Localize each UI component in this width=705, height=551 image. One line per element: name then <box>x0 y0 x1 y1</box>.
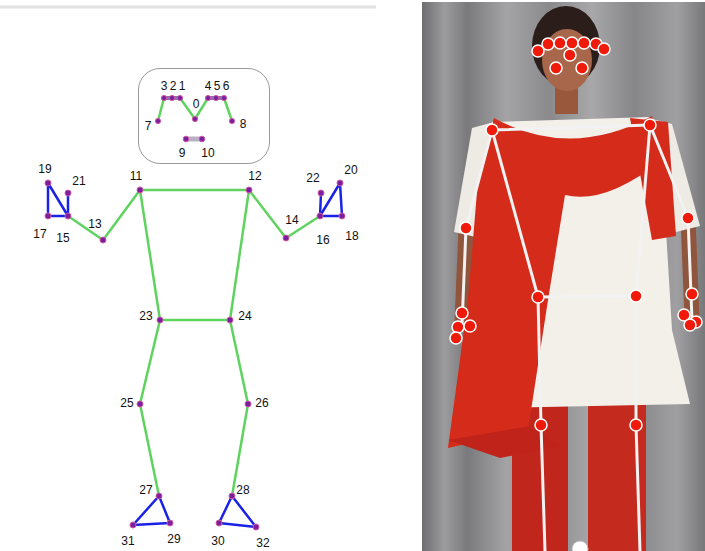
hand-foot-triangles <box>48 183 342 527</box>
landmark-number: 20 <box>344 163 357 177</box>
landmark-number: 31 <box>121 534 134 548</box>
landmark-number: 6 <box>223 79 230 93</box>
separator <box>0 6 376 9</box>
handle-dot <box>572 541 588 551</box>
landmark-number: 9 <box>179 146 186 160</box>
body-skeleton <box>68 190 320 496</box>
landmark-number: 5 <box>214 79 221 93</box>
landmark-number: 14 <box>285 213 298 227</box>
landmark-number: 2 <box>170 79 177 93</box>
head-outline: 321 456 0 7 8 9 10 <box>138 68 270 164</box>
landmark-number: 4 <box>205 79 212 93</box>
landmark-dots <box>45 180 345 530</box>
landmark-number: 13 <box>88 217 101 231</box>
landmark-number: 3 <box>161 79 168 93</box>
landmark-number: 22 <box>306 171 319 185</box>
landmark-number: 15 <box>56 231 69 245</box>
landmark-number: 30 <box>211 534 224 548</box>
landmark-number: 10 <box>201 146 214 160</box>
landmark-number: 1 <box>179 79 186 93</box>
landmark-number: 21 <box>72 174 85 188</box>
landmark-number: 12 <box>248 169 261 183</box>
landmark-number: 25 <box>120 396 133 410</box>
landmark-number: 11 <box>130 169 142 183</box>
landmark-number: 23 <box>139 309 152 323</box>
landmark-number: 29 <box>167 532 180 546</box>
landmark-number: 28 <box>236 483 249 497</box>
pose-dots <box>450 37 702 431</box>
landmark-number: 19 <box>38 162 51 176</box>
photo <box>422 2 705 551</box>
landmark-number: 26 <box>255 396 268 410</box>
landmark-number: 0 <box>193 97 200 111</box>
landmark-number: 16 <box>316 233 329 247</box>
landmark-number: 27 <box>139 483 152 497</box>
landmark-number: 24 <box>238 309 251 323</box>
pose-overlay <box>462 125 692 551</box>
landmark-number: 8 <box>240 117 247 131</box>
landmark-number: 32 <box>256 536 269 550</box>
landmark-number: 17 <box>33 227 46 241</box>
landmark-number: 7 <box>145 119 152 133</box>
landmark-number: 18 <box>345 229 358 243</box>
face-landmarks <box>155 95 234 141</box>
